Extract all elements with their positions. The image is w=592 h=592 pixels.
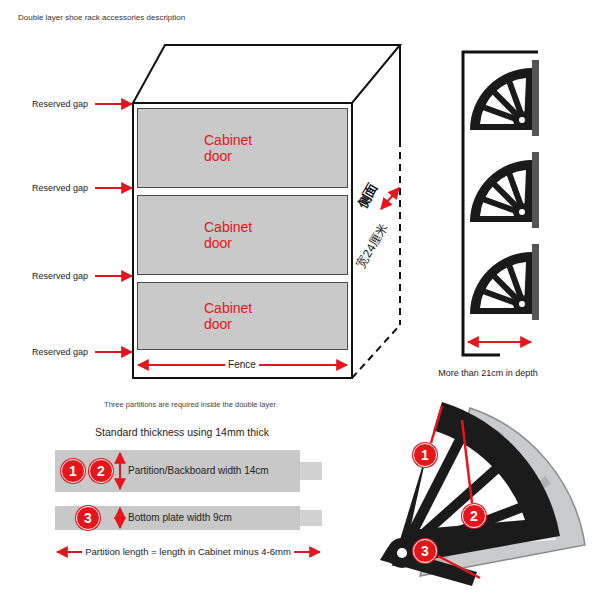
side-label: 侧面 xyxy=(354,178,383,213)
gap-arrow xyxy=(95,351,132,353)
gap-arrow xyxy=(95,103,132,105)
cabinet-door: Cabinet door xyxy=(137,282,348,350)
callout-text: 1 xyxy=(69,463,77,479)
bottom-plate xyxy=(300,510,322,526)
node-text: Bottom plate width 9cm xyxy=(128,512,232,524)
cabinet-edge xyxy=(399,45,401,140)
hinge-photo xyxy=(380,402,585,586)
cabinet-door: Cabinet door xyxy=(137,108,348,188)
callout-text: 3 xyxy=(421,543,429,559)
note: Three partitions are required inside the… xyxy=(104,401,276,410)
fence-label: Fence xyxy=(225,359,259,371)
note: Standard thickness using 14mm thick xyxy=(95,426,269,438)
hinge-bracket xyxy=(470,244,539,320)
dimension-arrow xyxy=(381,188,399,209)
cabinet-edge-hidden xyxy=(399,140,401,325)
dimension-arrow xyxy=(119,508,121,528)
node-text: Partition/Backboard width 14cm xyxy=(128,465,269,477)
dimension-arrow xyxy=(119,453,121,489)
hinge-bracket xyxy=(470,60,539,136)
node-text: Cabinet door xyxy=(204,132,276,164)
callout-number: 2 xyxy=(89,459,113,483)
bottom-plate xyxy=(55,506,300,530)
cabinet-edge-hidden xyxy=(352,325,400,378)
gap-arrow xyxy=(95,275,132,277)
cabinet-section xyxy=(463,52,538,355)
node-text: Cabinet door xyxy=(204,300,276,332)
width-label: 宽24厘米 xyxy=(353,219,393,274)
callout-number: 2 xyxy=(462,504,486,528)
callout-number: 3 xyxy=(76,506,100,530)
partition-bar: Bottom plate width 9cm 3 xyxy=(55,506,300,530)
title: Double layer shoe rack accessories descr… xyxy=(18,13,185,22)
callout-number: 3 xyxy=(413,539,437,563)
callout-text: 2 xyxy=(97,463,105,479)
callout-number: 1 xyxy=(61,459,85,483)
callout-number: 1 xyxy=(413,443,437,467)
gap-label: Reserved gap xyxy=(32,347,88,357)
gap-label: Reserved gap xyxy=(32,99,88,109)
hinge-bracket xyxy=(470,152,539,228)
cabinet-door: Cabinet door xyxy=(137,195,348,275)
partition-bar: Partition/Backboard width 14cm 1 2 xyxy=(55,450,300,492)
dimension-arrow xyxy=(468,341,531,343)
dimension-label: Partition length = length in Cabinet min… xyxy=(82,547,294,558)
gap-label: Reserved gap xyxy=(32,183,88,193)
callout-text: 2 xyxy=(470,508,478,524)
depth-label: More than 21cm in depth xyxy=(438,368,538,378)
callout-text: 1 xyxy=(421,447,429,463)
gap-arrow xyxy=(95,187,132,189)
gap-label: Reserved gap xyxy=(32,271,88,281)
node-text: Cabinet door xyxy=(204,219,276,251)
cabinet-front xyxy=(133,103,352,378)
cabinet-top xyxy=(133,45,400,103)
partition-board xyxy=(300,462,322,480)
partition-board xyxy=(55,450,300,492)
callout-text: 3 xyxy=(84,510,92,526)
